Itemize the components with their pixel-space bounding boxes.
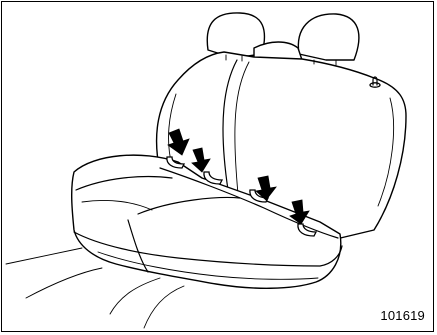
floor-line-left2 <box>26 268 102 298</box>
floor-line-right <box>110 278 160 314</box>
figure-id-label: 101619 <box>380 308 425 323</box>
figure-frame: 101619 <box>1 1 434 332</box>
floor-line-left <box>6 248 82 264</box>
floor-base <box>144 286 184 328</box>
right-headrest <box>298 14 359 60</box>
